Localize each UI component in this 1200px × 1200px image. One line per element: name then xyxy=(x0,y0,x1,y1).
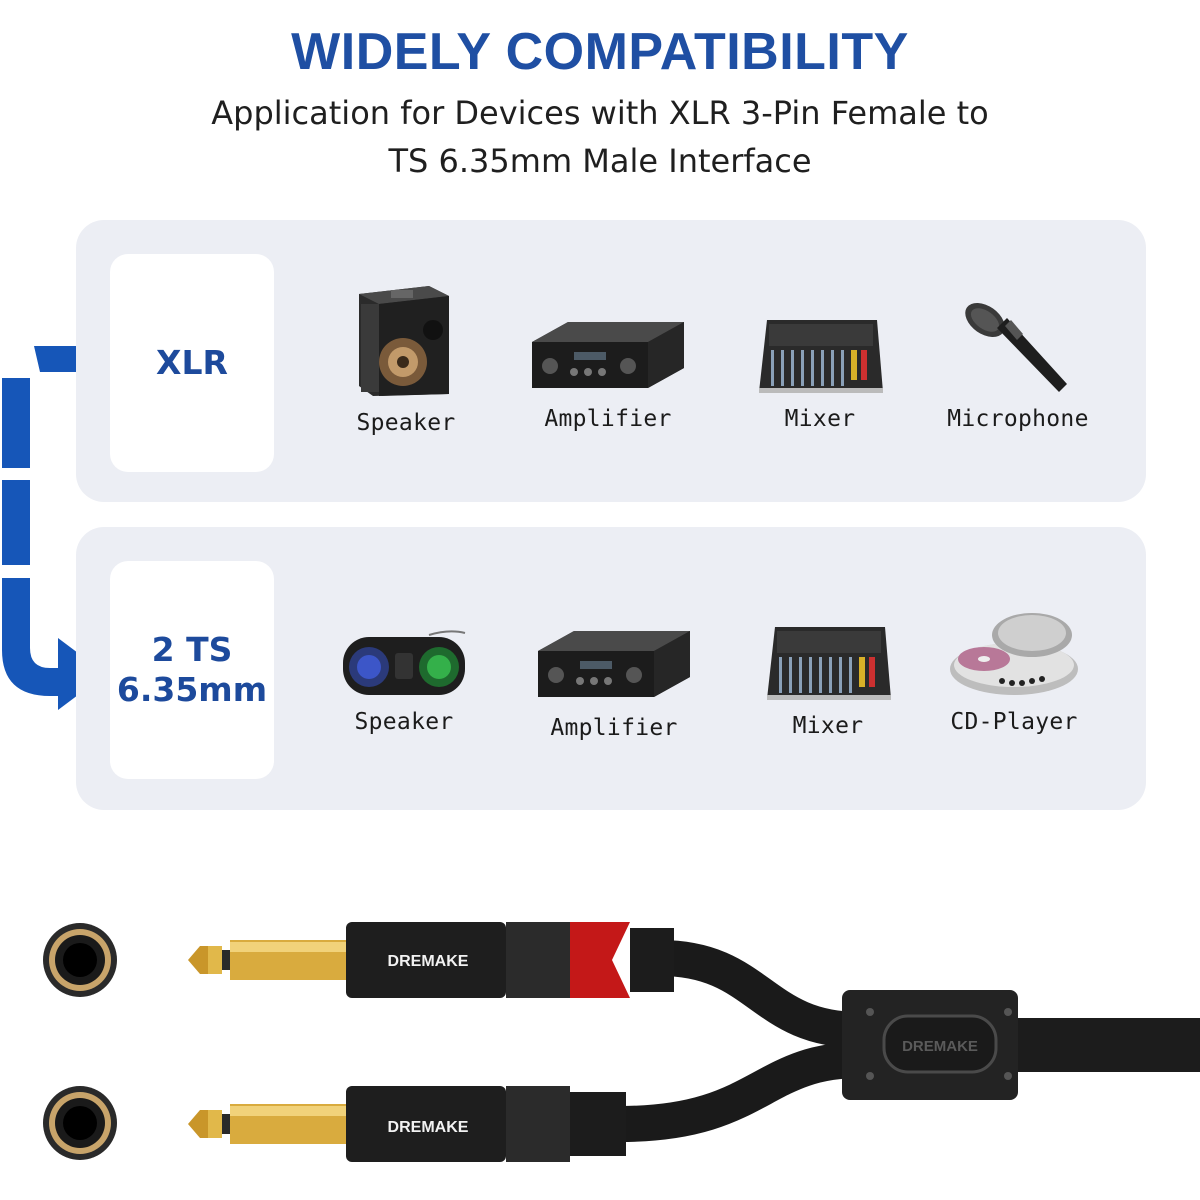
subtitle-line-2: TS 6.35mm Male Interface xyxy=(388,142,812,180)
device-label: Amplifier xyxy=(550,715,678,741)
device-mixer: Mixer xyxy=(738,623,918,739)
jack-socket-top xyxy=(43,923,117,997)
plug-brand-top: DREMAKE xyxy=(388,953,469,970)
device-amplifier: Amplifier xyxy=(518,316,698,432)
speaker-icon xyxy=(359,286,449,396)
ts-plug-top: DREMAKE xyxy=(188,922,674,998)
ts-label-line-1: 2 TS xyxy=(151,630,233,669)
microphone-icon xyxy=(965,302,1067,392)
ts-label-line-2: 6.35mm xyxy=(116,670,268,709)
device-label: Microphone xyxy=(947,406,1089,432)
device-label: Speaker xyxy=(354,709,454,735)
bluetooth-speaker-icon xyxy=(343,630,466,695)
amplifier-icon xyxy=(538,631,690,697)
plug-brand-bottom: DREMAKE xyxy=(388,1119,469,1136)
device-label: CD-Player xyxy=(950,709,1078,735)
device-label: Amplifier xyxy=(544,406,672,432)
mixer-icon xyxy=(759,320,883,393)
page-title: WIDELY COMPATIBILITY xyxy=(291,23,909,81)
ts-devices-panel: 2 TS 6.35mm Speaker Amplifier xyxy=(76,527,1146,810)
device-microphone: Microphone xyxy=(928,298,1108,432)
device-bluetooth-speaker: Speaker xyxy=(314,627,494,735)
device-mixer: Mixer xyxy=(730,316,910,432)
device-amplifier: Amplifier xyxy=(524,625,704,741)
cd-player-icon xyxy=(950,613,1078,695)
subtitle-line-1: Application for Devices with XLR 3-Pin F… xyxy=(211,94,989,132)
ts-plug-bottom: DREMAKE xyxy=(188,1086,626,1162)
device-label: Mixer xyxy=(792,713,864,739)
ts-label-box: 2 TS 6.35mm xyxy=(110,561,274,779)
xlr-label-box: XLR xyxy=(110,254,274,472)
jack-socket-bottom xyxy=(43,1086,117,1160)
mixer-icon xyxy=(767,627,891,700)
device-label: Speaker xyxy=(356,410,456,436)
splitter-brand: DREMAKE xyxy=(902,1038,978,1055)
amplifier-icon xyxy=(532,322,684,388)
xlr-label: XLR xyxy=(156,343,228,382)
device-cd-player: CD-Player xyxy=(924,607,1104,735)
xlr-devices-panel: XLR Speaker Amplifier xyxy=(76,220,1146,502)
y-splitter: DREMAKE xyxy=(842,990,1018,1100)
device-label: Mixer xyxy=(784,406,856,432)
cable-illustration: DREMAKE DREMAKE DREMAKE xyxy=(43,922,1200,1162)
device-speaker: Speaker xyxy=(316,282,496,436)
